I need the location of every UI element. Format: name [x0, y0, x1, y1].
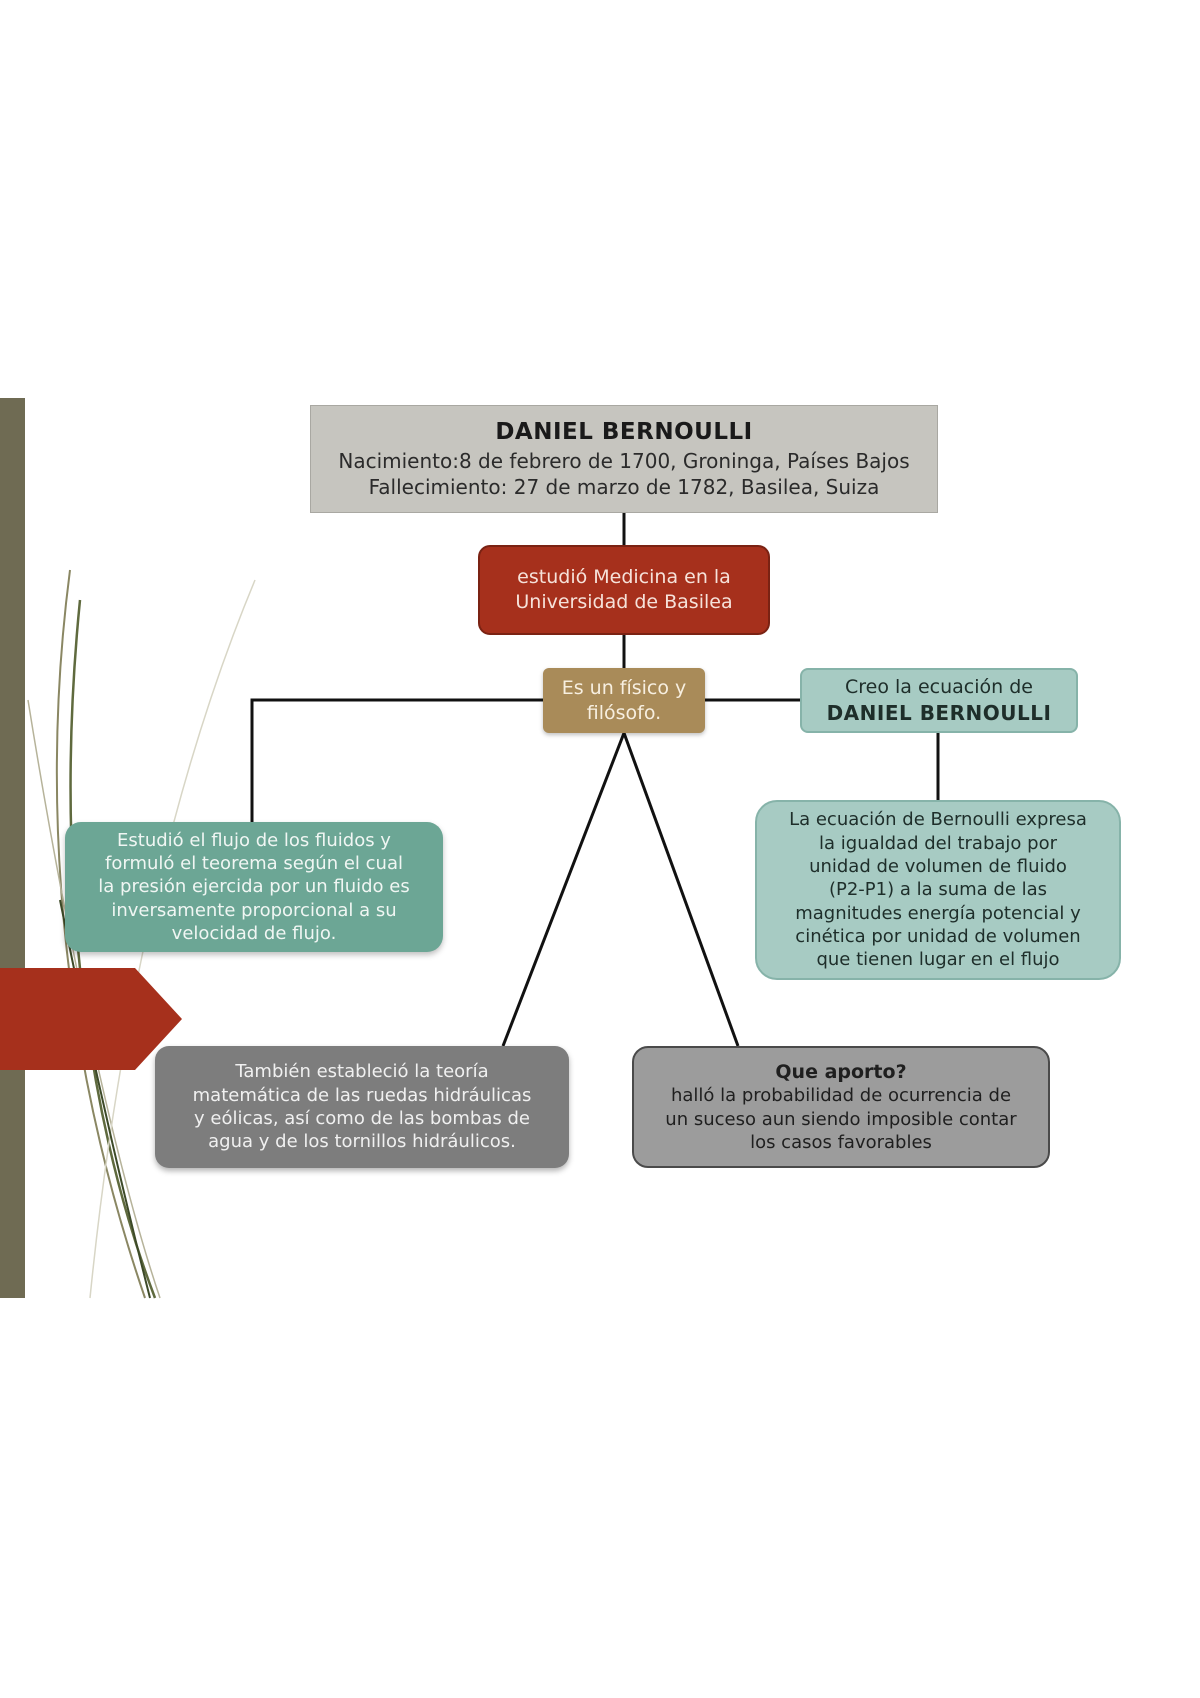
node-daniel-bernoulli: DANIEL BERNOULLI Nacimiento:8 de febrero…: [310, 405, 938, 513]
node-text-line: la igualdad del trabajo por: [819, 832, 1057, 854]
node-equation-explanation: La ecuación de Bernoulli expresa la igua…: [755, 800, 1121, 980]
node-text-line: La ecuación de Bernoulli expresa: [789, 809, 1087, 831]
node-text-strong: DANIEL BERNOULLI: [826, 700, 1052, 725]
node-text-line: unidad de volumen de fluido: [809, 855, 1067, 877]
node-text-line: (P2-P1) a la suma de las: [828, 879, 1048, 901]
connector-physicist-theory: [501, 732, 626, 1047]
node-title: DANIEL BERNOULLI: [495, 419, 753, 446]
birth-info: Nacimiento:8 de febrero de 1700, Groning…: [338, 448, 910, 473]
node-text-line: Es un físico y: [561, 676, 687, 699]
node-text-line: inversamente proporcional a su: [111, 899, 397, 921]
red-pentagon-arrow: [0, 968, 182, 1070]
node-text-line: matemática de las ruedas hidráulicas: [192, 1084, 532, 1106]
node-text-line: que tienen lugar en el flujo: [816, 949, 1060, 971]
node-created-equation: Creo la ecuación de DANIEL BERNOULLI: [800, 668, 1078, 733]
decorative-curve-1: [55, 569, 146, 1299]
node-contribution: Que aporto? halló la probabilidad de ocu…: [632, 1046, 1050, 1168]
node-question: Que aporto?: [775, 1060, 907, 1083]
node-text-line: los casos favorables: [750, 1132, 932, 1154]
node-text-line: cinética por unidad de volumen: [795, 926, 1081, 948]
node-text-line: la presión ejercida por un fluido es: [98, 876, 410, 898]
node-text-line: magnitudes energía potencial y: [795, 902, 1081, 924]
connector-physicist-contribution: [622, 732, 740, 1047]
node-text-line: halló la probabilidad de ocurrencia de: [670, 1085, 1012, 1107]
node-text-line: formuló el teorema según el cual: [105, 852, 403, 874]
node-text-line: estudió Medicina en la: [517, 566, 731, 589]
node-text-line: También estableció la teoría: [235, 1061, 489, 1083]
node-text-line: un suceso aun siendo imposible contar: [665, 1108, 1017, 1130]
node-studied-medicine: estudió Medicina en la Universidad de Ba…: [478, 545, 770, 635]
node-fluid-flow-theorem: Estudió el flujo de los fluidos y formul…: [65, 822, 443, 952]
slide-side-bar: [0, 398, 25, 1298]
node-text-line: Creo la ecuación de: [845, 676, 1033, 699]
node-hydraulic-theory: También estableció la teoría matemática …: [155, 1046, 569, 1168]
death-info: Fallecimiento: 27 de marzo de 1782, Basi…: [368, 474, 880, 499]
node-text-line: y eólicas, así como de las bombas de: [194, 1108, 530, 1129]
node-text-line: Universidad de Basilea: [515, 591, 733, 613]
node-text-line: agua y de los tornillos hidráulicos.: [208, 1131, 516, 1153]
node-text-line: velocidad de flujo.: [171, 923, 337, 945]
decorative-curve-5: [59, 899, 151, 1299]
node-text-line: filósofo.: [586, 701, 662, 724]
node-physicist-philosopher: Es un físico y filósofo.: [543, 668, 705, 733]
node-text-line: Estudió el flujo de los fluidos y: [117, 829, 391, 851]
connector-physicist-flow: [250, 698, 543, 822]
